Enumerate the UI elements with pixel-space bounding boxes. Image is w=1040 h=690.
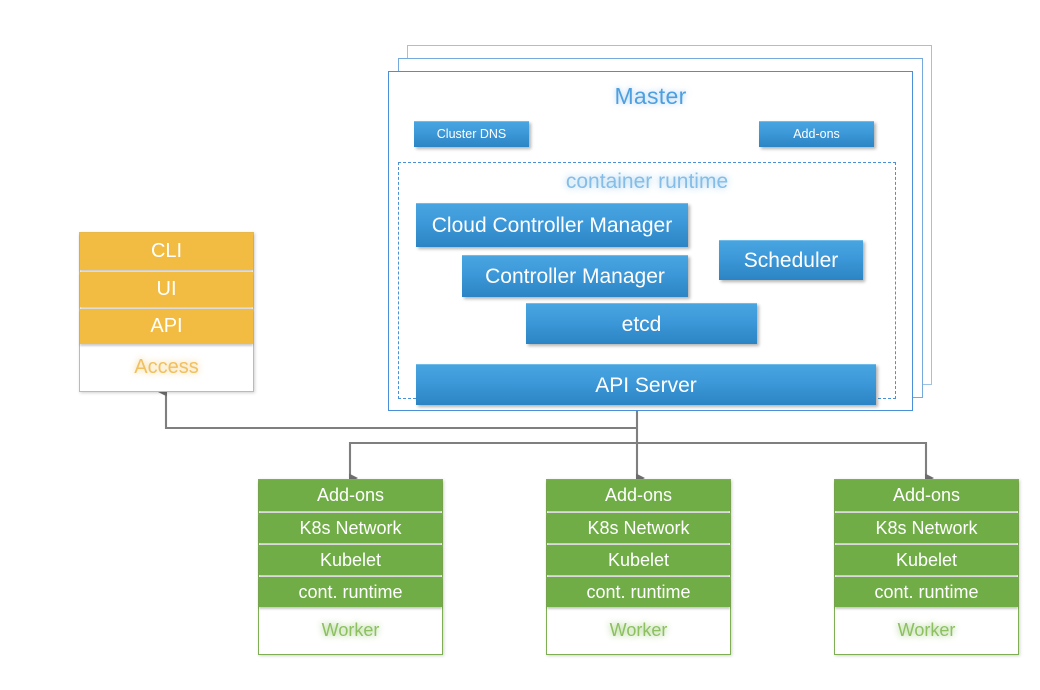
worker-3-layer-k8s-network[interactable]: K8s Network xyxy=(835,513,1018,543)
worker-3-layer-kubelet[interactable]: Kubelet xyxy=(835,545,1018,575)
worker-2-layer-add-ons[interactable]: Add-ons xyxy=(547,480,730,511)
worker-2-layer-kubelet[interactable]: Kubelet xyxy=(547,545,730,575)
worker-1-layer-kubelet[interactable]: Kubelet xyxy=(259,545,442,575)
component-etcd[interactable]: etcd xyxy=(526,303,757,344)
component-controller-manager[interactable]: Controller Manager xyxy=(462,255,688,297)
worker-node-3: Add-ons K8s Network Kubelet cont. runtim… xyxy=(834,479,1019,655)
access-item-api[interactable]: API xyxy=(80,309,253,344)
master-card: Master Cluster DNS Add-ons container run… xyxy=(388,71,913,411)
worker-2-layer-cont-runtime[interactable]: cont. runtime xyxy=(547,577,730,607)
access-item-cli[interactable]: CLI xyxy=(80,233,253,270)
master-title: Master xyxy=(614,83,687,109)
component-cluster-dns[interactable]: Cluster DNS xyxy=(414,121,529,147)
access-item-ui[interactable]: UI xyxy=(80,272,253,307)
access-panel: CLI UI API Access xyxy=(79,232,254,392)
worker-node-2: Add-ons K8s Network Kubelet cont. runtim… xyxy=(546,479,731,655)
component-master-add-ons[interactable]: Add-ons xyxy=(759,121,874,147)
component-api-server[interactable]: API Server xyxy=(416,364,876,405)
worker-3-footer-label: Worker xyxy=(835,607,1018,654)
container-runtime-title: container runtime xyxy=(565,170,729,193)
worker-2-footer-label: Worker xyxy=(547,607,730,654)
worker-1-layer-k8s-network[interactable]: K8s Network xyxy=(259,513,442,543)
wire-bus-worker-3 xyxy=(637,441,934,483)
worker-1-footer-label: Worker xyxy=(259,607,442,654)
access-footer-label: Access xyxy=(80,344,253,391)
worker-node-1: Add-ons K8s Network Kubelet cont. runtim… xyxy=(258,479,443,655)
worker-3-layer-add-ons[interactable]: Add-ons xyxy=(835,480,1018,511)
component-cloud-controller-manager[interactable]: Cloud Controller Manager xyxy=(416,203,688,247)
worker-1-layer-add-ons[interactable]: Add-ons xyxy=(259,480,442,511)
wire-bus-worker-1 xyxy=(348,441,637,483)
worker-3-layer-cont-runtime[interactable]: cont. runtime xyxy=(835,577,1018,607)
worker-1-layer-cont-runtime[interactable]: cont. runtime xyxy=(259,577,442,607)
worker-2-layer-k8s-network[interactable]: K8s Network xyxy=(547,513,730,543)
component-scheduler[interactable]: Scheduler xyxy=(719,240,863,280)
